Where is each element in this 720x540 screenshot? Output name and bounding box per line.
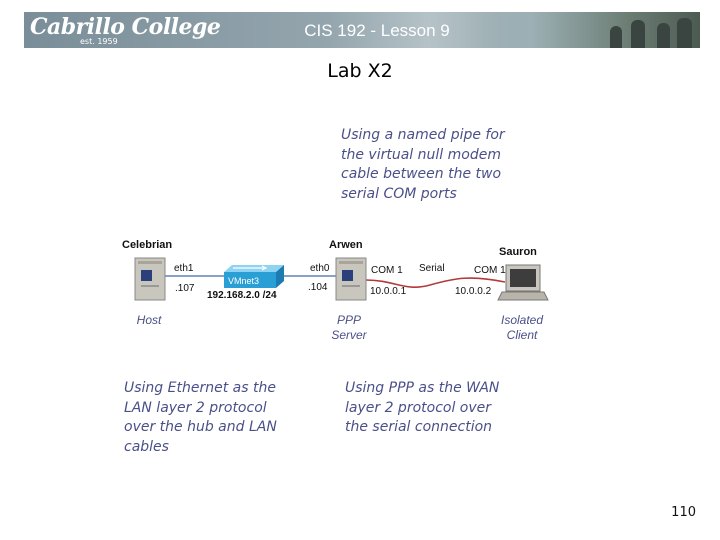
celebrian-iface: eth1 [174, 263, 194, 274]
arwen-iface: eth0 [310, 263, 330, 274]
arwen-role: PPP Server [331, 313, 367, 342]
arwen-server-icon [335, 257, 367, 301]
course-title: CIS 192 - Lesson 9 [304, 21, 450, 40]
sauron-name: Sauron [499, 246, 537, 258]
network-label: 192.168.2.0 /24 [207, 290, 277, 301]
note-ppp: Using PPP as the WAN layer 2 protocol ov… [345, 380, 500, 435]
note-named-pipe: Using a named pipe for the virtual null … [341, 127, 505, 202]
arwen-name: Arwen [329, 239, 363, 251]
sauron-role: Isolated Client [500, 313, 544, 342]
arwen-com: COM 1 [371, 265, 403, 276]
logo-est: est. 1959 [80, 37, 118, 46]
note-ethernet: Using Ethernet as the LAN layer 2 protoc… [124, 380, 277, 455]
campus-photo [460, 12, 700, 48]
slide-title: Lab X2 [327, 60, 393, 82]
header-banner: Cabrillo College est. 1959 CIS 192 - Les… [24, 12, 700, 48]
arwen-ip: .104 [308, 282, 328, 293]
college-logo: Cabrillo College [30, 14, 221, 40]
page-number: 110 [671, 505, 696, 520]
sauron-computer-icon [497, 264, 549, 301]
sauron-com: COM 1 [474, 265, 506, 276]
vmnet3-switch-icon [224, 265, 284, 288]
serial-cable [365, 277, 506, 288]
serial-label: Serial [419, 263, 445, 274]
sauron-serial-ip: 10.0.0.2 [455, 286, 492, 297]
celebrian-ip: .107 [175, 283, 195, 294]
celebrian-role: Host [136, 313, 162, 327]
switch-label: VMnet3 [228, 276, 260, 286]
celebrian-server-icon [134, 257, 166, 301]
arwen-serial-ip: 10.0.0.1 [370, 286, 407, 297]
celebrian-name: Celebrian [122, 239, 173, 251]
